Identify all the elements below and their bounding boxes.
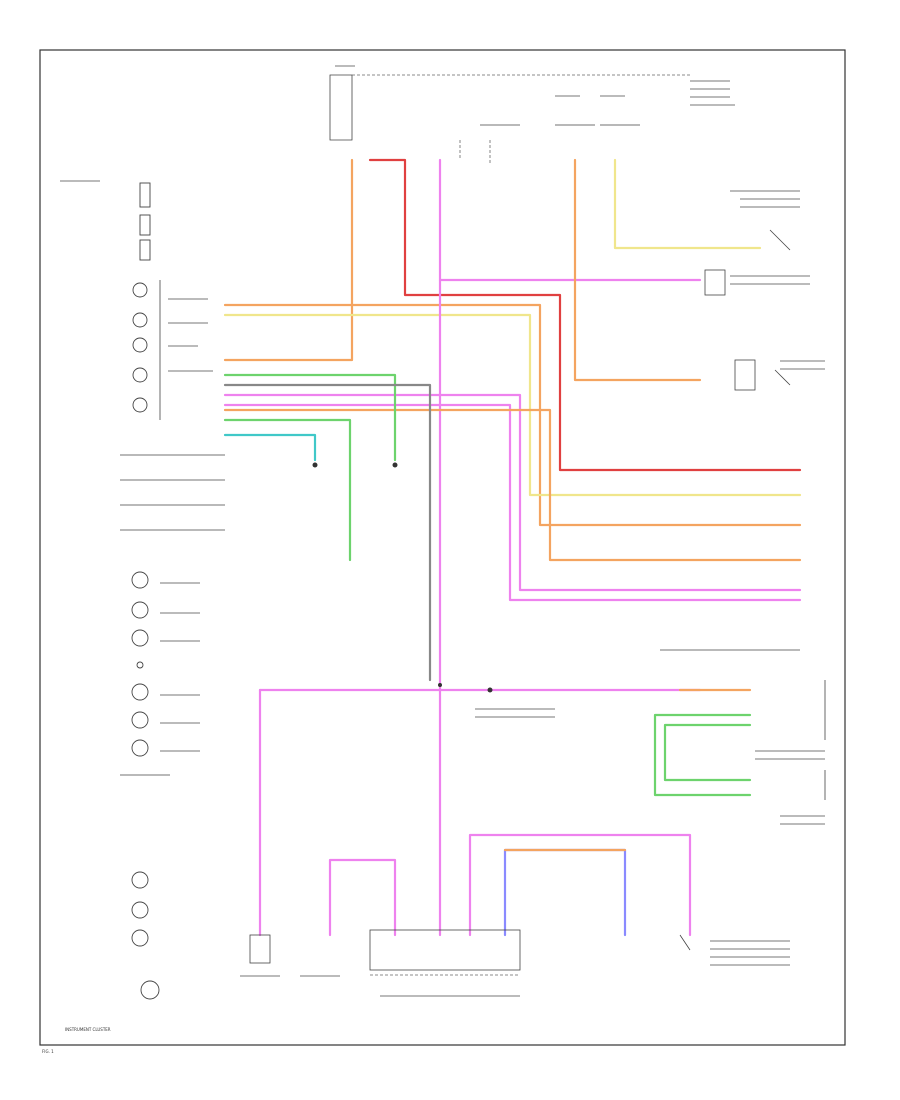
wires (223, 158, 802, 937)
page-ref: FIG. 1 (42, 1049, 54, 1054)
footer-caption: INSTRUMENT CLUSTER (65, 1027, 111, 1032)
warning-lamps (120, 571, 170, 1000)
right-connectors (660, 229, 826, 800)
ground-nodes (312, 462, 493, 693)
bottom-modules (249, 929, 691, 976)
diagram-frame (39, 49, 846, 1046)
gauge-column (132, 182, 161, 420)
left-stubs (120, 454, 225, 531)
fuse-block (329, 74, 690, 165)
label-marks (60, 65, 825, 997)
